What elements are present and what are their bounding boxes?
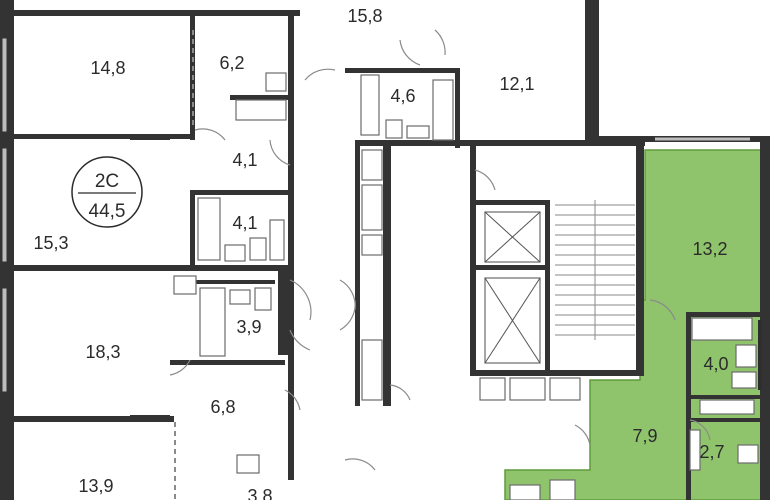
interior-walls (14, 10, 294, 500)
highlighted-apartment-walls (686, 312, 762, 500)
room-area-18-3: 18,3 (85, 342, 120, 362)
room-area-3-8: 3,8 (247, 486, 272, 500)
room-area-2-7: 2,7 (699, 442, 724, 462)
room-area-4-1-bath: 4,1 (232, 213, 257, 233)
room-area-13-9: 13,9 (78, 476, 113, 496)
room-area-6-8: 6,8 (210, 397, 235, 417)
badge-circle (71, 156, 143, 228)
room-area-13-2: 13,2 (692, 239, 727, 259)
room-area-6-2: 6,2 (219, 53, 244, 73)
apartment-type-badge[interactable]: 2С 44,5 (71, 156, 143, 228)
room-area-14-8: 14,8 (90, 58, 125, 78)
room-labels: 15,8 14,8 6,2 4,6 12,1 4,1 4,1 15,3 13,2… (33, 6, 728, 500)
room-area-4-1-hall: 4,1 (232, 150, 257, 170)
badge-type-label: 2С (95, 171, 119, 192)
room-area-3-9: 3,9 (236, 317, 261, 337)
room-area-7-9: 7,9 (632, 426, 657, 446)
door-swings (169, 29, 711, 471)
building-core (345, 68, 645, 406)
room-area-4-6: 4,6 (390, 86, 415, 106)
room-area-15-3: 15,3 (33, 233, 68, 253)
sanitary-fixtures (173, 72, 759, 500)
room-area-12-1: 12,1 (499, 74, 534, 94)
room-area-4-0: 4,0 (703, 354, 728, 374)
room-area-15-8: 15,8 (347, 6, 382, 26)
badge-area-label: 44,5 (89, 201, 126, 222)
